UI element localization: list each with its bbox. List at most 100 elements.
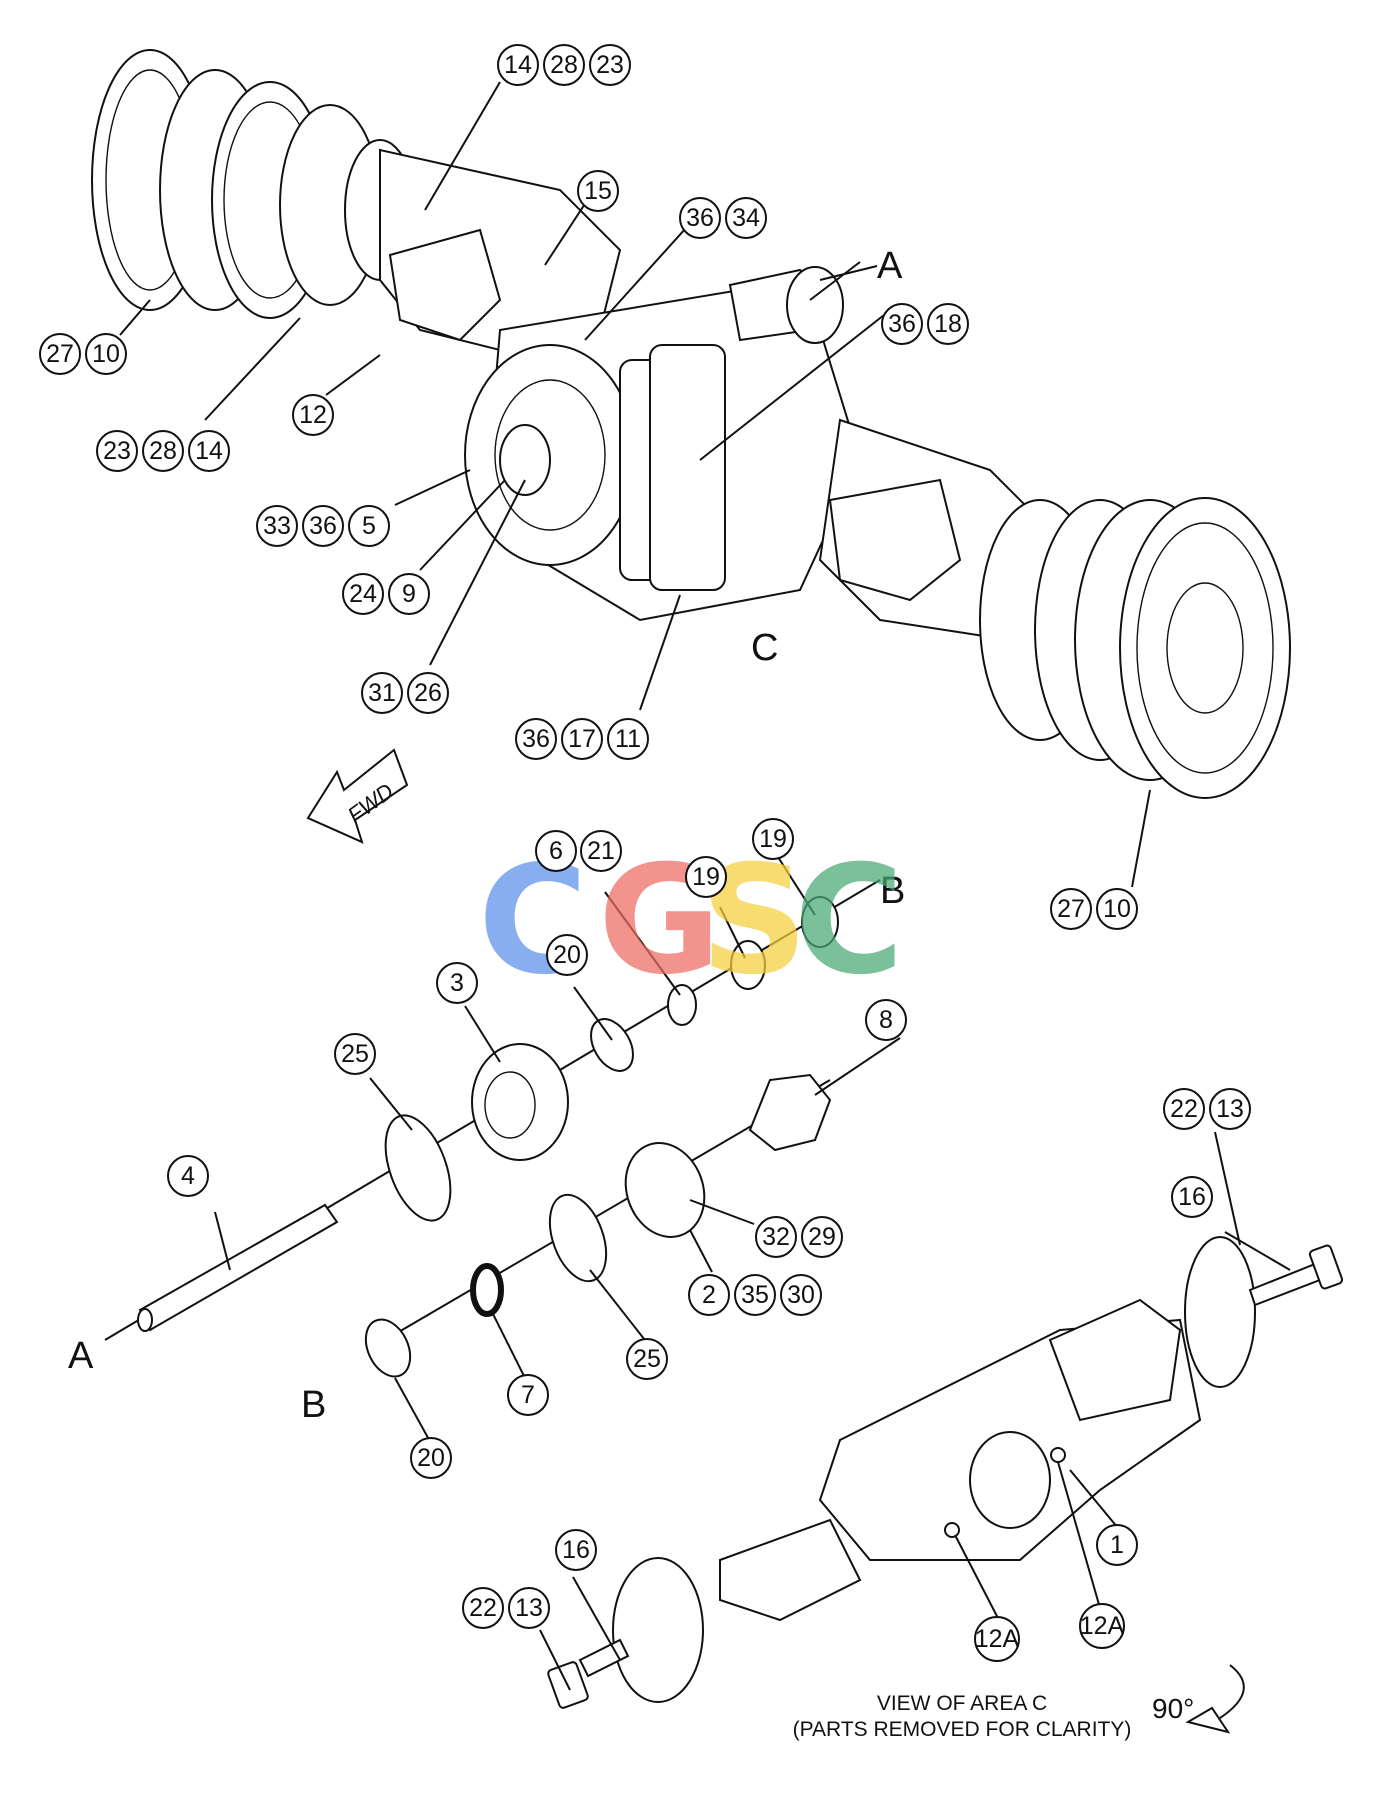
- label-a-top: A: [877, 245, 903, 287]
- label-b-upper: B: [880, 870, 905, 912]
- svg-text:5: 5: [362, 512, 376, 540]
- exploded-shaft-parts: [104, 856, 901, 1446]
- svg-text:26: 26: [414, 679, 442, 707]
- svg-text:8: 8: [879, 1006, 893, 1034]
- svg-text:14: 14: [504, 51, 532, 79]
- svg-text:2: 2: [702, 1281, 716, 1309]
- callout-33: 33: [256, 505, 298, 547]
- svg-text:18: 18: [934, 310, 962, 338]
- svg-text:12A: 12A: [1080, 1612, 1125, 1640]
- callout-15: 15: [577, 170, 619, 212]
- callout-18: 18: [927, 303, 969, 345]
- svg-text:32: 32: [762, 1223, 790, 1251]
- callout-2: 2: [688, 1274, 730, 1316]
- callout-10: 10: [1096, 888, 1138, 930]
- svg-text:34: 34: [732, 204, 760, 232]
- callout-1: 1: [1096, 1524, 1138, 1566]
- center-housing: [464, 266, 862, 622]
- forward-direction-arrow: FWD: [306, 748, 409, 844]
- callout-23: 23: [96, 430, 138, 472]
- svg-text:17: 17: [568, 725, 596, 753]
- callout-35: 35: [734, 1274, 776, 1316]
- callout-5: 5: [348, 505, 390, 547]
- svg-text:20: 20: [417, 1444, 445, 1472]
- spacer-ring-lower: [364, 1318, 412, 1378]
- svg-text:21: 21: [587, 837, 615, 865]
- callout-21: 21: [580, 830, 622, 872]
- svg-text:23: 23: [596, 51, 624, 79]
- callout-11: 11: [607, 718, 649, 760]
- callout-12a: 12A: [1079, 1603, 1125, 1649]
- svg-text:28: 28: [550, 51, 578, 79]
- svg-text:29: 29: [808, 1223, 836, 1251]
- left-wheel-hub: [91, 49, 416, 319]
- callout-19: 19: [752, 818, 794, 860]
- housing-mount-pad-left: [388, 228, 502, 342]
- svg-text:31: 31: [368, 679, 396, 707]
- bearing-cup-inner: [730, 940, 766, 990]
- svg-text:10: 10: [92, 340, 120, 368]
- callout-24: 24: [342, 573, 384, 615]
- watermark-letter-4: C: [794, 834, 904, 1008]
- svg-text:25: 25: [341, 1040, 369, 1068]
- svg-text:11: 11: [615, 725, 641, 753]
- svg-text:19: 19: [692, 863, 720, 891]
- callout-8: 8: [865, 999, 907, 1041]
- svg-text:22: 22: [1170, 1095, 1198, 1123]
- cgsc-watermark-logo: C G S C: [478, 834, 904, 1008]
- right-wheel-hub: [979, 497, 1291, 799]
- svg-text:28: 28: [149, 437, 177, 465]
- callout-27: 27: [39, 333, 81, 375]
- label-a-lower: A: [68, 1335, 94, 1377]
- callout-bubbles: 14 28 23 15 36 34 36 18 27 10 12 23 28 1…: [39, 44, 1251, 1662]
- callout-27: 27: [1050, 888, 1092, 930]
- svg-text:15: 15: [584, 177, 612, 205]
- axle-shaft: [138, 1203, 339, 1332]
- callout-22: 22: [1163, 1088, 1205, 1130]
- label-c: C: [751, 627, 778, 669]
- callout-13: 13: [508, 1587, 550, 1629]
- svg-text:22: 22: [469, 1594, 497, 1622]
- callout-14: 14: [497, 44, 539, 86]
- svg-text:20: 20: [553, 941, 581, 969]
- callout-20: 20: [410, 1437, 452, 1479]
- rotation-label: 90°: [1152, 1693, 1194, 1724]
- svg-text:35: 35: [741, 1281, 769, 1309]
- callout-34: 34: [725, 197, 767, 239]
- callout-4: 4: [167, 1155, 209, 1197]
- callout-16: 16: [555, 1529, 597, 1571]
- seal-disc-lower: [548, 1193, 608, 1283]
- callout-22: 22: [462, 1587, 504, 1629]
- callout-36: 36: [302, 505, 344, 547]
- callout-14: 14: [188, 430, 230, 472]
- svg-text:33: 33: [263, 512, 291, 540]
- svg-text:12: 12: [299, 401, 327, 429]
- callout-28: 28: [543, 44, 585, 86]
- callout-9: 9: [388, 573, 430, 615]
- callout-12a: 12A: [974, 1616, 1020, 1662]
- svg-text:3: 3: [450, 969, 464, 997]
- svg-text:36: 36: [309, 512, 337, 540]
- caption-view-of-area-c: VIEW OF AREA C: [877, 1692, 1047, 1715]
- svg-text:27: 27: [46, 340, 74, 368]
- callout-13: 13: [1209, 1088, 1251, 1130]
- callout-25: 25: [626, 1338, 668, 1380]
- svg-text:6: 6: [549, 837, 563, 865]
- bearing-cage: [471, 1043, 569, 1161]
- callout-16: 16: [1171, 1176, 1213, 1218]
- callout-19: 19: [685, 856, 727, 898]
- svg-text:24: 24: [349, 580, 377, 608]
- drive-flange: [748, 1073, 832, 1152]
- svg-text:36: 36: [522, 725, 550, 753]
- svg-text:36: 36: [888, 310, 916, 338]
- callout-10: 10: [85, 333, 127, 375]
- svg-text:7: 7: [521, 1381, 535, 1409]
- callout-26: 26: [407, 672, 449, 714]
- o-ring: [470, 1263, 504, 1317]
- seal-carrier: [624, 1142, 706, 1238]
- label-b-lower: B: [301, 1384, 326, 1426]
- caption-parts-removed: (PARTS REMOVED FOR CLARITY): [793, 1718, 1132, 1741]
- svg-text:14: 14: [195, 437, 223, 465]
- callout-7: 7: [507, 1374, 549, 1416]
